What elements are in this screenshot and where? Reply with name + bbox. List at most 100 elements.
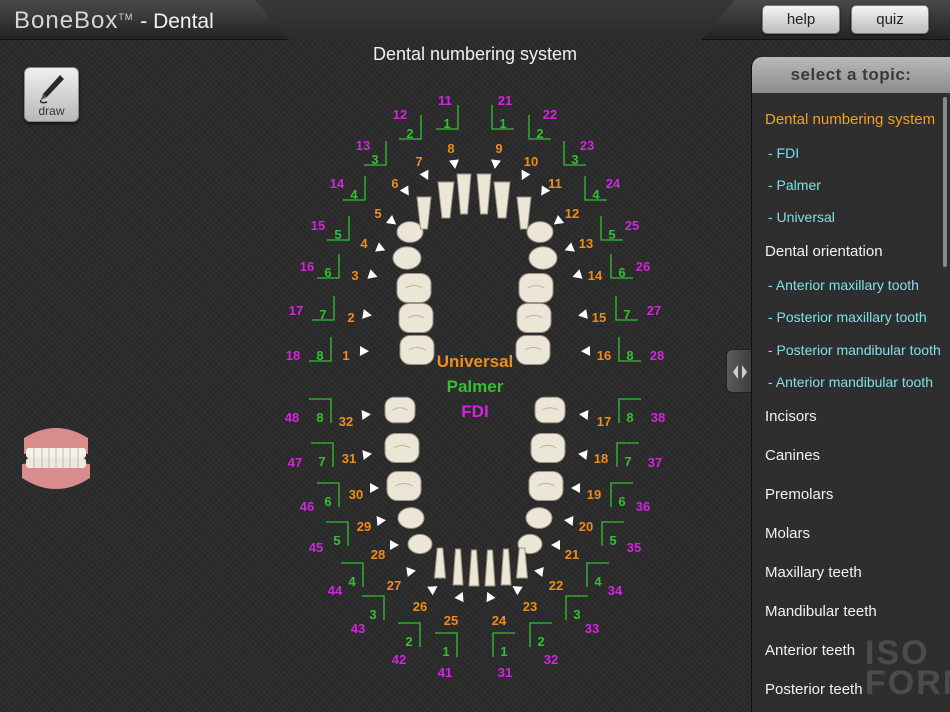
app-subtitle: - Dental bbox=[140, 10, 214, 33]
topic-item[interactable]: Premolars bbox=[765, 486, 834, 503]
fdi-number: 12 bbox=[393, 107, 407, 122]
palmer-number: 8 bbox=[316, 348, 323, 363]
tooth-pointer-arrow bbox=[491, 159, 501, 169]
palmer-number: 4 bbox=[350, 187, 358, 202]
palmer-bracket bbox=[343, 176, 366, 201]
tooth bbox=[407, 533, 433, 555]
fdi-number: 26 bbox=[636, 259, 650, 274]
topic-item[interactable]: - Anterior maxillary tooth bbox=[768, 277, 919, 293]
fdi-number: 46 bbox=[300, 499, 314, 514]
palmer-bracket bbox=[436, 105, 459, 130]
palmer-number: 5 bbox=[334, 227, 341, 242]
fdi-number: 13 bbox=[356, 138, 370, 153]
tooth-pointer-arrow bbox=[361, 410, 371, 420]
scrollbar[interactable] bbox=[943, 97, 947, 267]
palmer-bracket bbox=[600, 216, 623, 241]
topic-item[interactable]: - Palmer bbox=[768, 177, 821, 193]
topic-item[interactable]: Incisors bbox=[765, 408, 817, 425]
watermark-logo: ISO FORM bbox=[865, 636, 950, 700]
fdi-number: 11 bbox=[438, 93, 452, 108]
palmer-bracket bbox=[563, 141, 586, 166]
topic-item[interactable]: Dental orientation bbox=[765, 243, 883, 260]
topic-item[interactable]: - Posterior maxillary tooth bbox=[768, 309, 927, 325]
tooth bbox=[416, 196, 432, 230]
topic-item[interactable]: Mandibular teeth bbox=[765, 603, 877, 620]
topic-item[interactable]: Molars bbox=[765, 525, 811, 542]
tooth bbox=[526, 221, 554, 243]
topic-item[interactable]: - FDI bbox=[768, 145, 800, 161]
fdi-number: 41 bbox=[438, 665, 452, 680]
tooth bbox=[476, 173, 492, 215]
collapse-arrows-icon bbox=[733, 365, 747, 379]
help-button[interactable]: help bbox=[762, 5, 840, 34]
topic-item[interactable]: - Universal bbox=[768, 209, 835, 225]
universal-number: 23 bbox=[523, 599, 537, 614]
topic-item[interactable]: Maxillary teeth bbox=[765, 564, 862, 581]
fdi-number: 28 bbox=[650, 348, 664, 363]
tooth-pointer-arrow bbox=[427, 586, 438, 596]
palmer-bracket bbox=[435, 632, 458, 657]
legend-universal: Universal bbox=[437, 352, 514, 371]
universal-number: 10 bbox=[524, 154, 538, 169]
universal-number: 28 bbox=[371, 547, 385, 562]
palmer-number: 1 bbox=[499, 116, 506, 131]
fdi-number: 25 bbox=[625, 218, 639, 233]
topic-item[interactable]: Anterior teeth bbox=[765, 642, 856, 659]
trademark: TM bbox=[118, 12, 134, 22]
topic-item[interactable]: Canines bbox=[765, 447, 821, 464]
palmer-bracket bbox=[327, 216, 350, 241]
denture-model-icon[interactable] bbox=[18, 420, 94, 498]
universal-number: 8 bbox=[447, 141, 454, 156]
topic-item[interactable]: Posterior teeth bbox=[765, 681, 863, 698]
tooth bbox=[437, 181, 455, 219]
quiz-button[interactable]: quiz bbox=[851, 5, 929, 34]
palmer-bracket bbox=[312, 296, 335, 321]
topic-item[interactable]: - Posterior mandibular tooth bbox=[768, 342, 941, 358]
palmer-number: 2 bbox=[537, 634, 544, 649]
title-bar: BoneBoxTM - Dental help quiz bbox=[0, 0, 950, 40]
legend-palmer: Palmer bbox=[447, 377, 504, 396]
tooth-pointer-arrow bbox=[385, 215, 397, 225]
panel-collapse-tab[interactable] bbox=[726, 349, 752, 393]
fdi-number: 27 bbox=[647, 303, 661, 318]
draw-button[interactable]: draw bbox=[24, 67, 79, 122]
tooth bbox=[515, 547, 529, 579]
topic-item[interactable]: Dental numbering system bbox=[765, 111, 936, 128]
tooth bbox=[398, 303, 434, 333]
panel-heading: select a topic: bbox=[752, 57, 950, 93]
topic-item[interactable]: - Anterior mandibular tooth bbox=[768, 374, 933, 390]
brand-name: BoneBox bbox=[14, 7, 119, 34]
